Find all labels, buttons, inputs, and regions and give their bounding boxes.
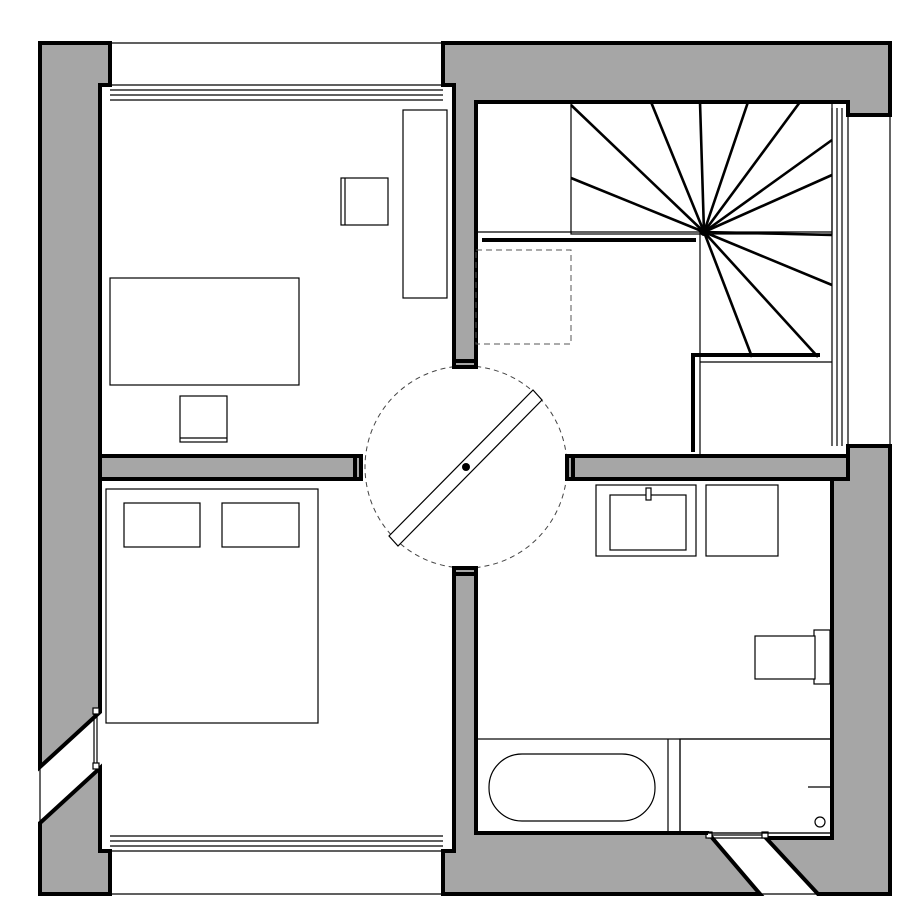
stair-landing [475, 101, 833, 456]
toilet [754, 635, 816, 680]
bedroom [99, 479, 319, 836]
interior-outlines [100, 831, 708, 853]
toilet-tank [813, 629, 831, 685]
tap [645, 487, 652, 501]
window-right [831, 108, 891, 446]
shower-tray [679, 738, 833, 834]
chair [340, 177, 389, 226]
walls [38, 41, 892, 896]
window-top [110, 42, 443, 101]
washing-machine [705, 484, 779, 557]
pillow [221, 502, 300, 548]
window-bathroom-diagonal [705, 831, 818, 895]
wardrobe [402, 109, 448, 299]
pivot-door [353, 359, 575, 576]
study-room [99, 100, 448, 456]
bathroom [475, 484, 833, 834]
wall-mid-left [98, 454, 362, 481]
wall-mid-right [565, 454, 850, 481]
window-left-diagonal [39, 707, 100, 823]
desk [109, 277, 300, 386]
sink [609, 494, 687, 551]
pillow [123, 502, 201, 548]
windows [39, 42, 891, 895]
wall-top-right [441, 41, 892, 363]
bathtub [488, 753, 656, 822]
stair-treads [570, 101, 833, 358]
window-bottom [110, 835, 443, 895]
door-pivot [462, 463, 470, 471]
wall-bottom-center [441, 572, 765, 896]
shower-drain [814, 816, 826, 828]
chair [179, 395, 228, 443]
storage-outline [475, 249, 572, 345]
stair-center [700, 228, 708, 236]
